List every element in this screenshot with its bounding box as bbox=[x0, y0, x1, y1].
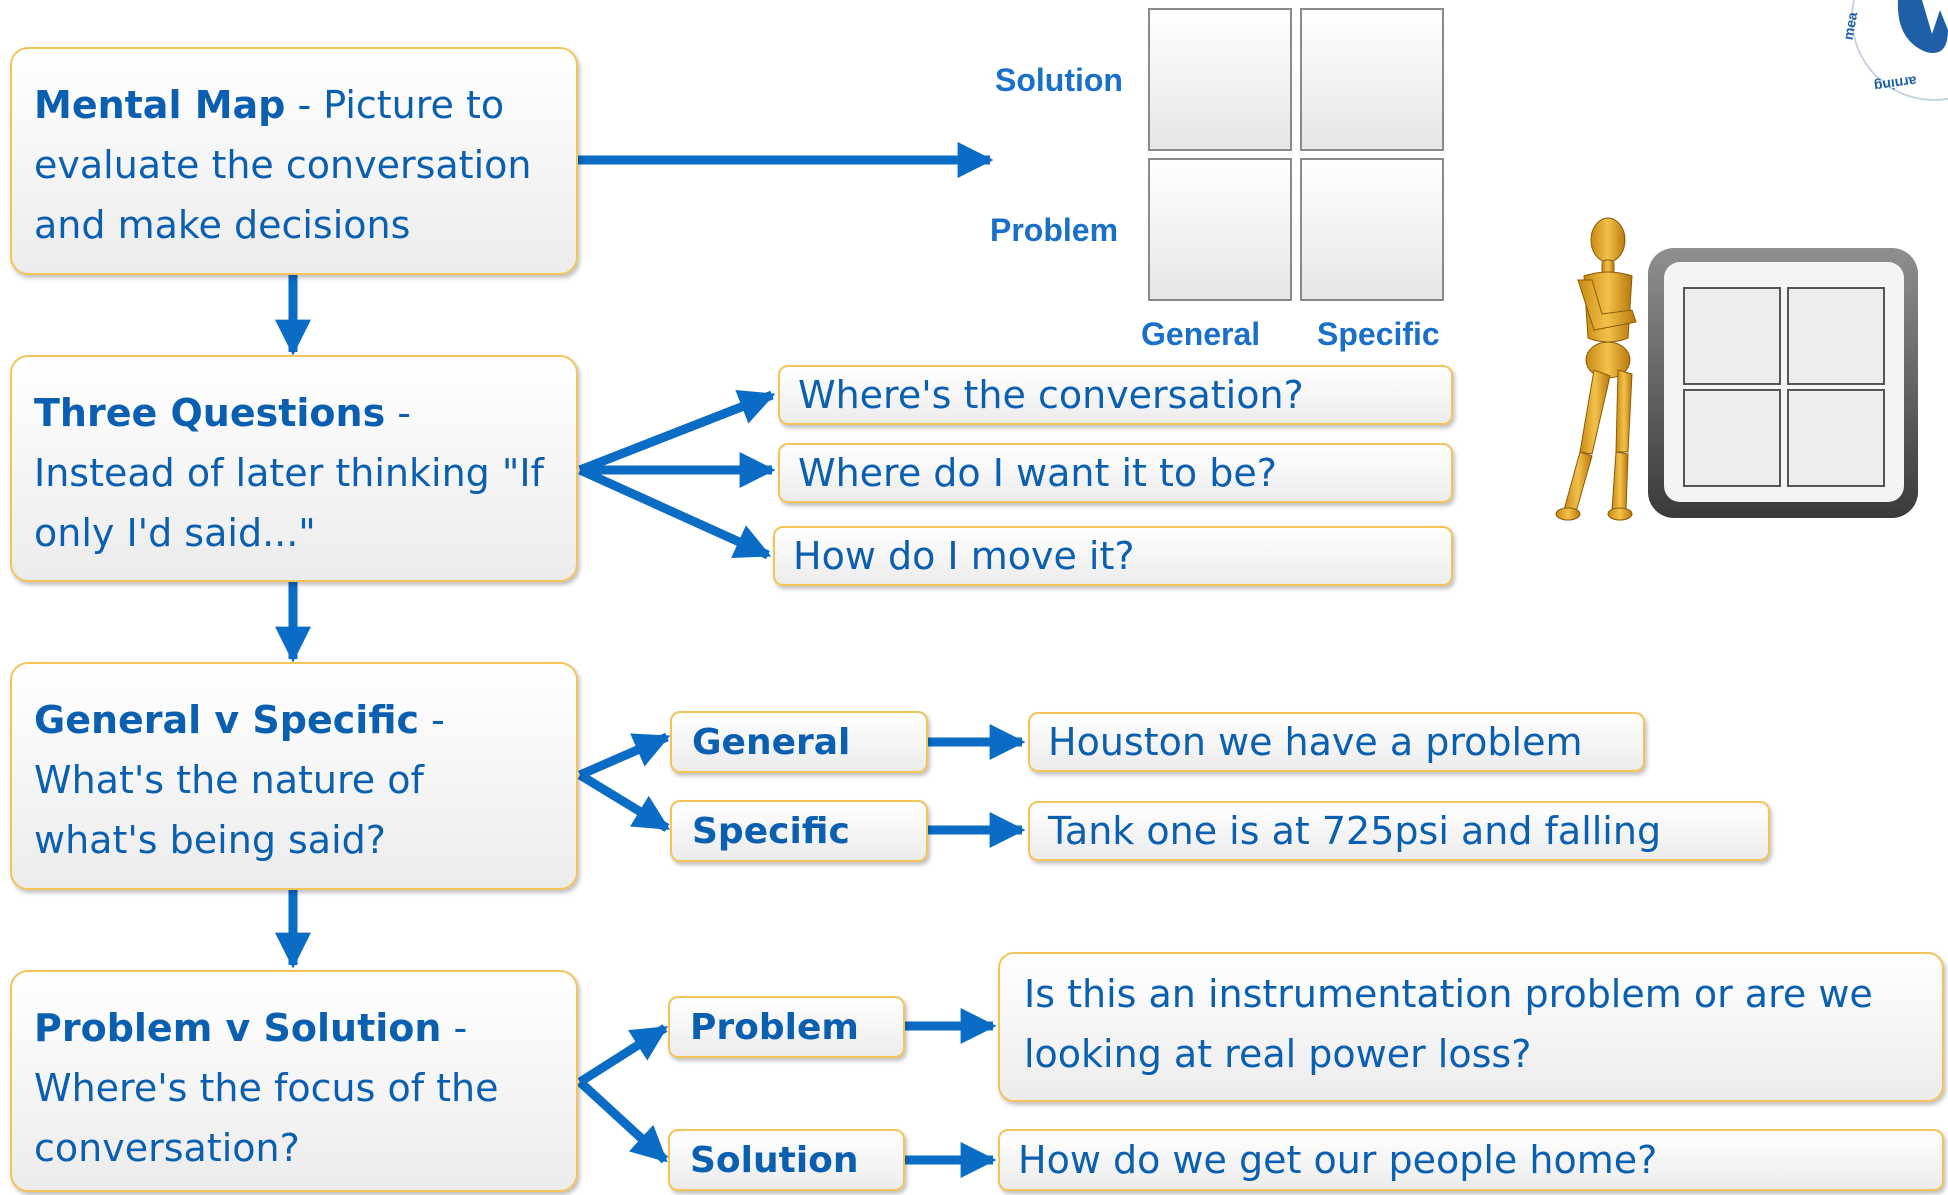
tag-specific: Specific bbox=[670, 800, 928, 862]
grid-cell-solution-general bbox=[1148, 8, 1292, 151]
step-separator: - bbox=[419, 698, 445, 742]
step-separator: - bbox=[385, 391, 411, 435]
grid-label-problem: Problem bbox=[990, 212, 1119, 248]
grid-cell-problem-general bbox=[1148, 158, 1292, 301]
step-title: Three Questions bbox=[34, 391, 386, 435]
tag-general: General bbox=[670, 711, 928, 773]
step-description: Where's the focus of the conversation? bbox=[34, 1066, 499, 1170]
step-general-v-specific: General v Specific - What's the nature o… bbox=[10, 662, 578, 890]
grid-cell-solution-specific bbox=[1300, 8, 1444, 151]
board-grid bbox=[1683, 287, 1885, 487]
step-separator: - bbox=[441, 1006, 468, 1050]
example-problem: Is this an instrumentation problem or ar… bbox=[998, 952, 1944, 1102]
step-title: General v Specific bbox=[34, 698, 420, 742]
question-how-move: How do I move it? bbox=[773, 526, 1453, 586]
logo-emblem bbox=[1851, 0, 1948, 101]
step-three-questions: Three Questions - Instead of later think… bbox=[10, 355, 578, 582]
mannequin-grid-illustration bbox=[1555, 217, 1918, 521]
step-problem-v-solution: Problem v Solution - Where's the focus o… bbox=[10, 970, 578, 1192]
mannequin-figure bbox=[1555, 217, 1637, 521]
grid-label-solution: Solution bbox=[995, 62, 1123, 98]
question-where-conversation: Where's the conversation? bbox=[778, 365, 1453, 425]
tag-problem: Problem bbox=[668, 996, 905, 1058]
step-mental-map: Mental Map - Picture to evaluate the con… bbox=[10, 47, 578, 275]
step-title: Mental Map bbox=[34, 83, 286, 127]
grid-label-general: General bbox=[1141, 316, 1261, 352]
example-specific: Tank one is at 725psi and falling bbox=[1028, 801, 1770, 861]
step-description: What's the nature of what's being said? bbox=[34, 758, 424, 862]
logo: mea arning bbox=[1836, 0, 1948, 120]
example-general: Houston we have a problem bbox=[1028, 712, 1645, 772]
grid-cell-problem-specific bbox=[1300, 158, 1444, 301]
step-description: Instead of later thinking "If only I'd s… bbox=[34, 451, 544, 555]
step-title: Problem v Solution bbox=[34, 1006, 442, 1050]
step-separator: - bbox=[285, 83, 324, 127]
grid-label-specific: Specific bbox=[1317, 316, 1440, 352]
step-description: Picture to evaluate the conversation and… bbox=[34, 83, 532, 247]
example-solution: How do we get our people home? bbox=[998, 1129, 1944, 1191]
tag-solution: Solution bbox=[668, 1129, 905, 1191]
question-where-want: Where do I want it to be? bbox=[778, 443, 1453, 503]
